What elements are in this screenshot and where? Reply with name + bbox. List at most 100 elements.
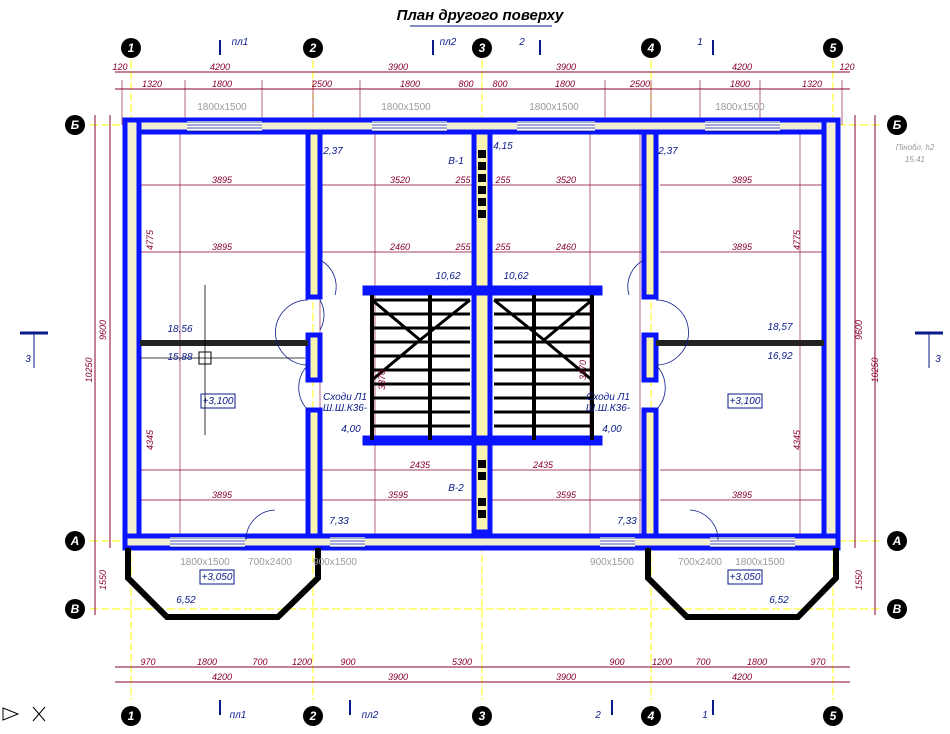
window-size-label: 1800x1500 (381, 102, 431, 113)
ucs-x-icon (32, 706, 46, 722)
axis-label: Б (71, 118, 80, 132)
level-note: Пінобл. h2 (896, 143, 935, 152)
vent-duct (478, 186, 486, 194)
section-label: пл2 (440, 37, 457, 48)
axis-label: 5 (830, 41, 837, 55)
dimension-text: 1800 (212, 79, 232, 89)
dimension-text: 4200 (732, 62, 752, 72)
dimension-text: 1800 (730, 79, 750, 89)
dimension-text: 4200 (732, 672, 752, 682)
level-note: 15.41 (905, 155, 925, 164)
axis-bubble (887, 115, 907, 135)
dimension-text: 3900 (388, 62, 408, 72)
section-label: 1 (697, 37, 703, 48)
room-area: 15,88 (167, 352, 192, 363)
dimension-text: 3900 (388, 672, 408, 682)
axis-label: А (892, 534, 902, 548)
vent-duct (478, 198, 486, 206)
axis-label: 4 (647, 709, 655, 723)
dimension-text: 3520 (390, 175, 410, 185)
dimension-text: 2500 (629, 79, 650, 89)
dimension-text: 1200 (292, 657, 312, 667)
section-label: пл1 (232, 37, 249, 48)
vent-duct (478, 210, 486, 218)
axis-bubble (472, 706, 492, 726)
room-area: 4,00 (341, 424, 361, 435)
dimension-text: 1800 (747, 657, 767, 667)
axis-bubble (303, 38, 323, 58)
vent-duct (478, 460, 486, 468)
window-size-label: 900x1500 (590, 557, 634, 568)
window-size-label: 900x1500 (313, 557, 357, 568)
section-label: пл1 (230, 710, 247, 721)
dimension-text: 255 (494, 175, 511, 185)
dimension-text: 1200 (652, 657, 672, 667)
exterior-wall-right (821, 117, 841, 551)
floor-beam (656, 340, 824, 346)
section-label: 2 (518, 37, 525, 48)
vent-duct (478, 150, 486, 158)
drawing-title: План другого поверху (397, 7, 564, 24)
window (187, 121, 262, 131)
ucs-icon (2, 707, 20, 721)
dimension-text: 255 (454, 175, 471, 185)
dimension-text: 3895 (212, 490, 233, 500)
interior-wall (305, 129, 323, 300)
axis-label: 2 (309, 709, 317, 723)
vent-label: В-2 (448, 483, 464, 494)
room-area: 4,00 (602, 424, 622, 435)
axis-label: 3 (479, 41, 486, 55)
axis-bubble (641, 38, 661, 58)
interior-wall (641, 407, 659, 539)
room-area: 18,57 (767, 322, 792, 333)
stair-label: Сходи Л1 (323, 392, 367, 403)
dimension-text: 1320 (142, 79, 162, 89)
level-mark: +3,050 (730, 572, 761, 583)
axis-label: 1 (128, 41, 135, 55)
dimension-text: 3895 (212, 242, 233, 252)
window (705, 121, 780, 131)
level-mark-box (199, 569, 235, 585)
door-swing (627, 259, 645, 296)
axis-bubble (823, 38, 843, 58)
dimension-text: 700 (252, 657, 267, 667)
dimension-text: 3895 (732, 175, 753, 185)
level-mark: +3,100 (730, 396, 761, 407)
axis-bubble (887, 531, 907, 551)
interior-wall (305, 332, 323, 383)
window (517, 121, 595, 131)
axis-bubble (887, 599, 907, 619)
dimension-text: 2460 (555, 242, 576, 252)
dimension-text: 800 (492, 79, 507, 89)
dimension-text: 255 (454, 242, 471, 252)
section-label: 3 (935, 354, 941, 365)
dimension-text: 120 (839, 62, 854, 72)
axis-label: 5 (830, 709, 837, 723)
section-label: 3 (25, 354, 31, 365)
dimension-text: 4775 (145, 229, 155, 250)
dimension-text: 2460 (389, 242, 410, 252)
room-area: 7,33 (617, 516, 637, 527)
dimension-text: 3595 (556, 490, 577, 500)
axis-bubble (65, 531, 85, 551)
axis-label: А (70, 534, 80, 548)
dimension-text: 1550 (98, 570, 108, 590)
level-mark: +3,050 (202, 572, 233, 583)
dimension-text: 4775 (792, 229, 802, 250)
dimension-text: 9600 (98, 320, 108, 340)
dimension-text: 1550 (854, 570, 864, 590)
window-size-label: 1800x1500 (715, 102, 765, 113)
room-area: 2,37 (322, 146, 343, 157)
dimension-text: 2435 (532, 460, 554, 470)
vent-duct (478, 498, 486, 506)
dimension-text: 1320 (802, 79, 822, 89)
window-size-label: 700x2400 (678, 557, 722, 568)
exterior-wall-left (122, 117, 142, 551)
dimension-text: 3370 (578, 360, 588, 380)
window (710, 537, 795, 547)
bay-window-right (645, 548, 839, 620)
section-label: 2 (594, 710, 601, 721)
interior-wall (362, 435, 603, 446)
dimension-text: 1800 (197, 657, 217, 667)
